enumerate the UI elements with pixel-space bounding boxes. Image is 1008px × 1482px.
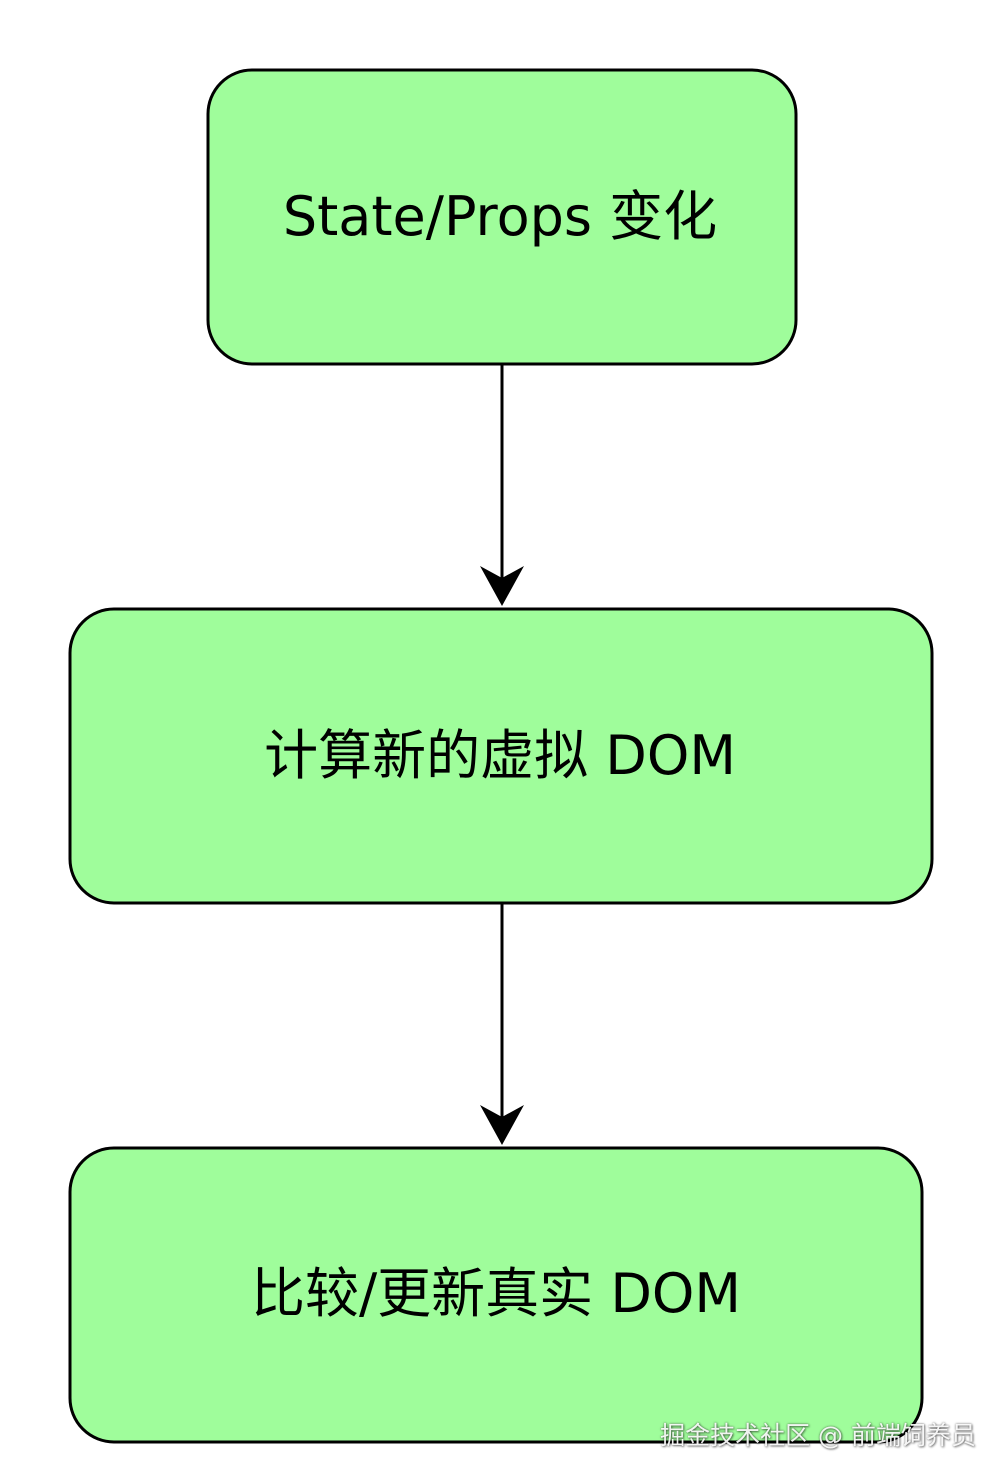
node-diff-update-real-dom-label: 比较/更新真实 DOM (251, 1262, 741, 1325)
node-compute-virtual-dom: 计算新的虚拟 DOM (68, 607, 934, 905)
arrow-virtual-dom-to-real-dom (480, 903, 524, 1145)
node-diff-update-real-dom: 比较/更新真实 DOM (68, 1146, 924, 1444)
node-state-props-change-label: State/Props 变化 (283, 185, 717, 248)
arrow-state-to-virtual-dom (480, 364, 524, 606)
node-compute-virtual-dom-label: 计算新的虚拟 DOM (264, 724, 736, 787)
node-state-props-change: State/Props 变化 (206, 68, 798, 366)
watermark-text: 掘金技术社区 @ 前端饲养员 (660, 1421, 976, 1450)
